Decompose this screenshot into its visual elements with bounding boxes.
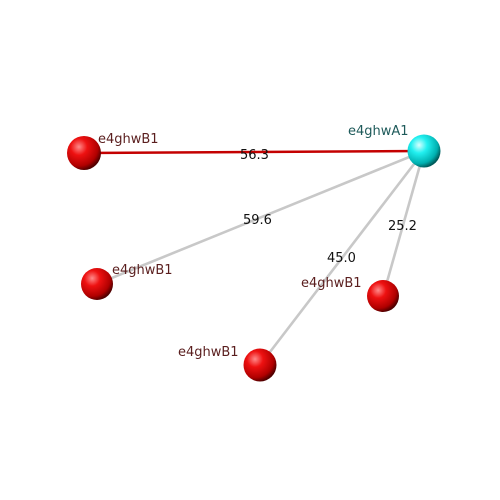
atom-label-layer: e4ghwB1 e4ghwB1 e4ghwB1 e4ghwB1 e4ghwA1	[98, 124, 409, 360]
bond-line	[96, 149, 425, 286]
bond-line	[381, 150, 426, 297]
distance-label: 45.0	[327, 251, 356, 266]
neighbor-atom[interactable]	[67, 136, 101, 170]
neighbor-atom-label: e4ghwB1	[301, 276, 362, 291]
bond-layer	[83, 149, 426, 366]
bond-line	[258, 150, 426, 366]
neighbor-atom[interactable]	[81, 268, 113, 300]
distance-label-layer: 56.3 59.6 45.0 25.2	[240, 148, 417, 266]
distance-label: 56.3	[240, 148, 269, 163]
distance-label: 59.6	[243, 213, 272, 228]
neighbor-atom-label: e4ghwB1	[178, 345, 239, 360]
neighbor-atom[interactable]	[367, 280, 399, 312]
neighbor-atom-label: e4ghwB1	[112, 263, 173, 278]
atom-layer	[67, 134, 441, 382]
bond-line	[83, 149, 425, 155]
distance-label: 25.2	[388, 219, 417, 234]
neighbor-atom-label: e4ghwB1	[98, 132, 159, 147]
center-atom[interactable]	[407, 134, 441, 168]
center-atom-label: e4ghwA1	[348, 124, 409, 139]
neighbor-atom[interactable]	[243, 348, 277, 382]
